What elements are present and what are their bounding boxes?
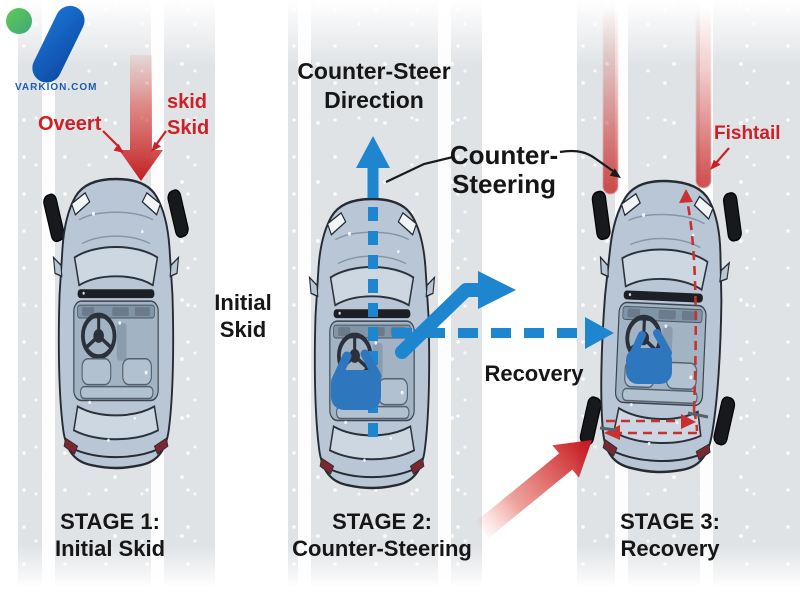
caption-stage2: STAGE 2: Counter-Steering	[282, 508, 482, 563]
caption-stage3-line2: Recovery	[620, 536, 720, 562]
label-counter-steering: Counter- Steering	[420, 141, 588, 198]
label-oversteer: Oveert	[38, 113, 102, 135]
callout-line2: Steering	[451, 168, 557, 199]
caption-stage2-line1: STAGE 2:	[332, 509, 432, 534]
logo: VARKION.COM	[0, 0, 110, 100]
car-stage1	[43, 174, 189, 472]
label-skid: skid Skid	[167, 89, 209, 141]
logo-dot-icon	[6, 8, 32, 34]
initial-line2: Skid	[219, 317, 267, 343]
logo-pill-icon	[32, 5, 85, 83]
heading-line1: Counter-Steer	[297, 58, 451, 84]
label-initial-skid: Initial Skid	[185, 289, 301, 344]
caption-stage3-line1: STAGE 3:	[620, 509, 720, 534]
label-recovery: Recovery	[484, 361, 584, 386]
caption-stage1-line2: Initial Skid	[54, 536, 166, 562]
caption-stage2-line2: Counter-Steering	[292, 536, 472, 562]
skid-streak-left	[603, 8, 618, 194]
caption-stage3: STAGE 3: Recovery	[572, 508, 768, 563]
label-fishtail: Fishtail	[714, 123, 781, 144]
caption-stage1: STAGE 1: Initial Skid	[20, 508, 200, 563]
callout-line1: Counter-	[449, 140, 559, 170]
initial-line1: Initial	[214, 290, 272, 315]
label-skid-line2: Skid	[167, 117, 210, 139]
car-stage3	[579, 173, 742, 478]
car-stage2	[308, 194, 436, 492]
caption-stage1-line1: STAGE 1:	[60, 509, 160, 534]
logo-text: VARKION.COM	[15, 82, 98, 93]
heading-line2: Direction	[324, 86, 424, 113]
skid-streak-right	[696, 8, 711, 188]
label-counter-steer-direction: Counter-Steer Direction	[256, 57, 492, 114]
label-skid-line1: skid	[167, 91, 208, 113]
